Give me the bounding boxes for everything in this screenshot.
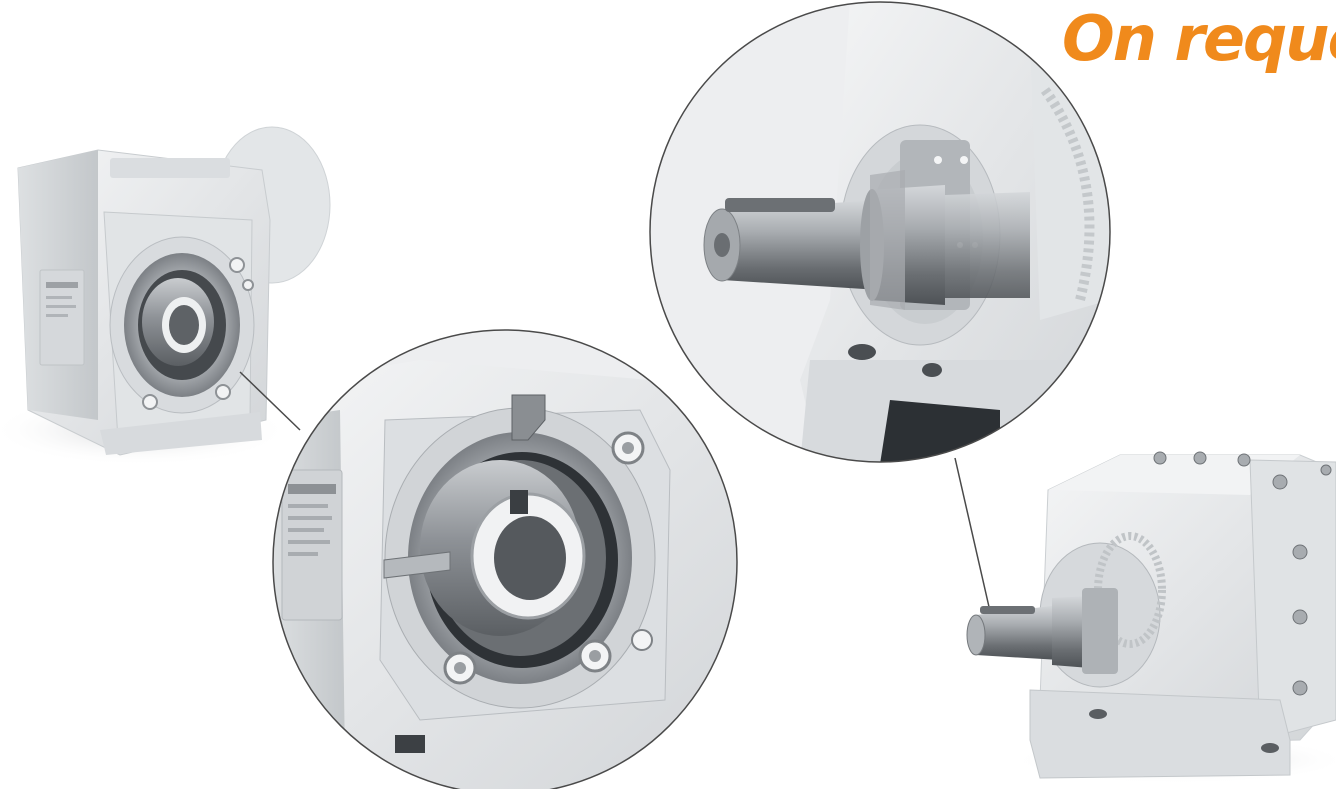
worm-gearbox-icon [0, 126, 331, 466]
callout-line-right [954, 457, 993, 621]
output-shaft-detail-icon [649, 1, 1111, 463]
helical-gearbox-icon [966, 451, 1336, 784]
headline: On reque [1062, 2, 1336, 75]
hollow-bore-detail-icon [272, 329, 738, 789]
callout-line-left [239, 371, 301, 431]
